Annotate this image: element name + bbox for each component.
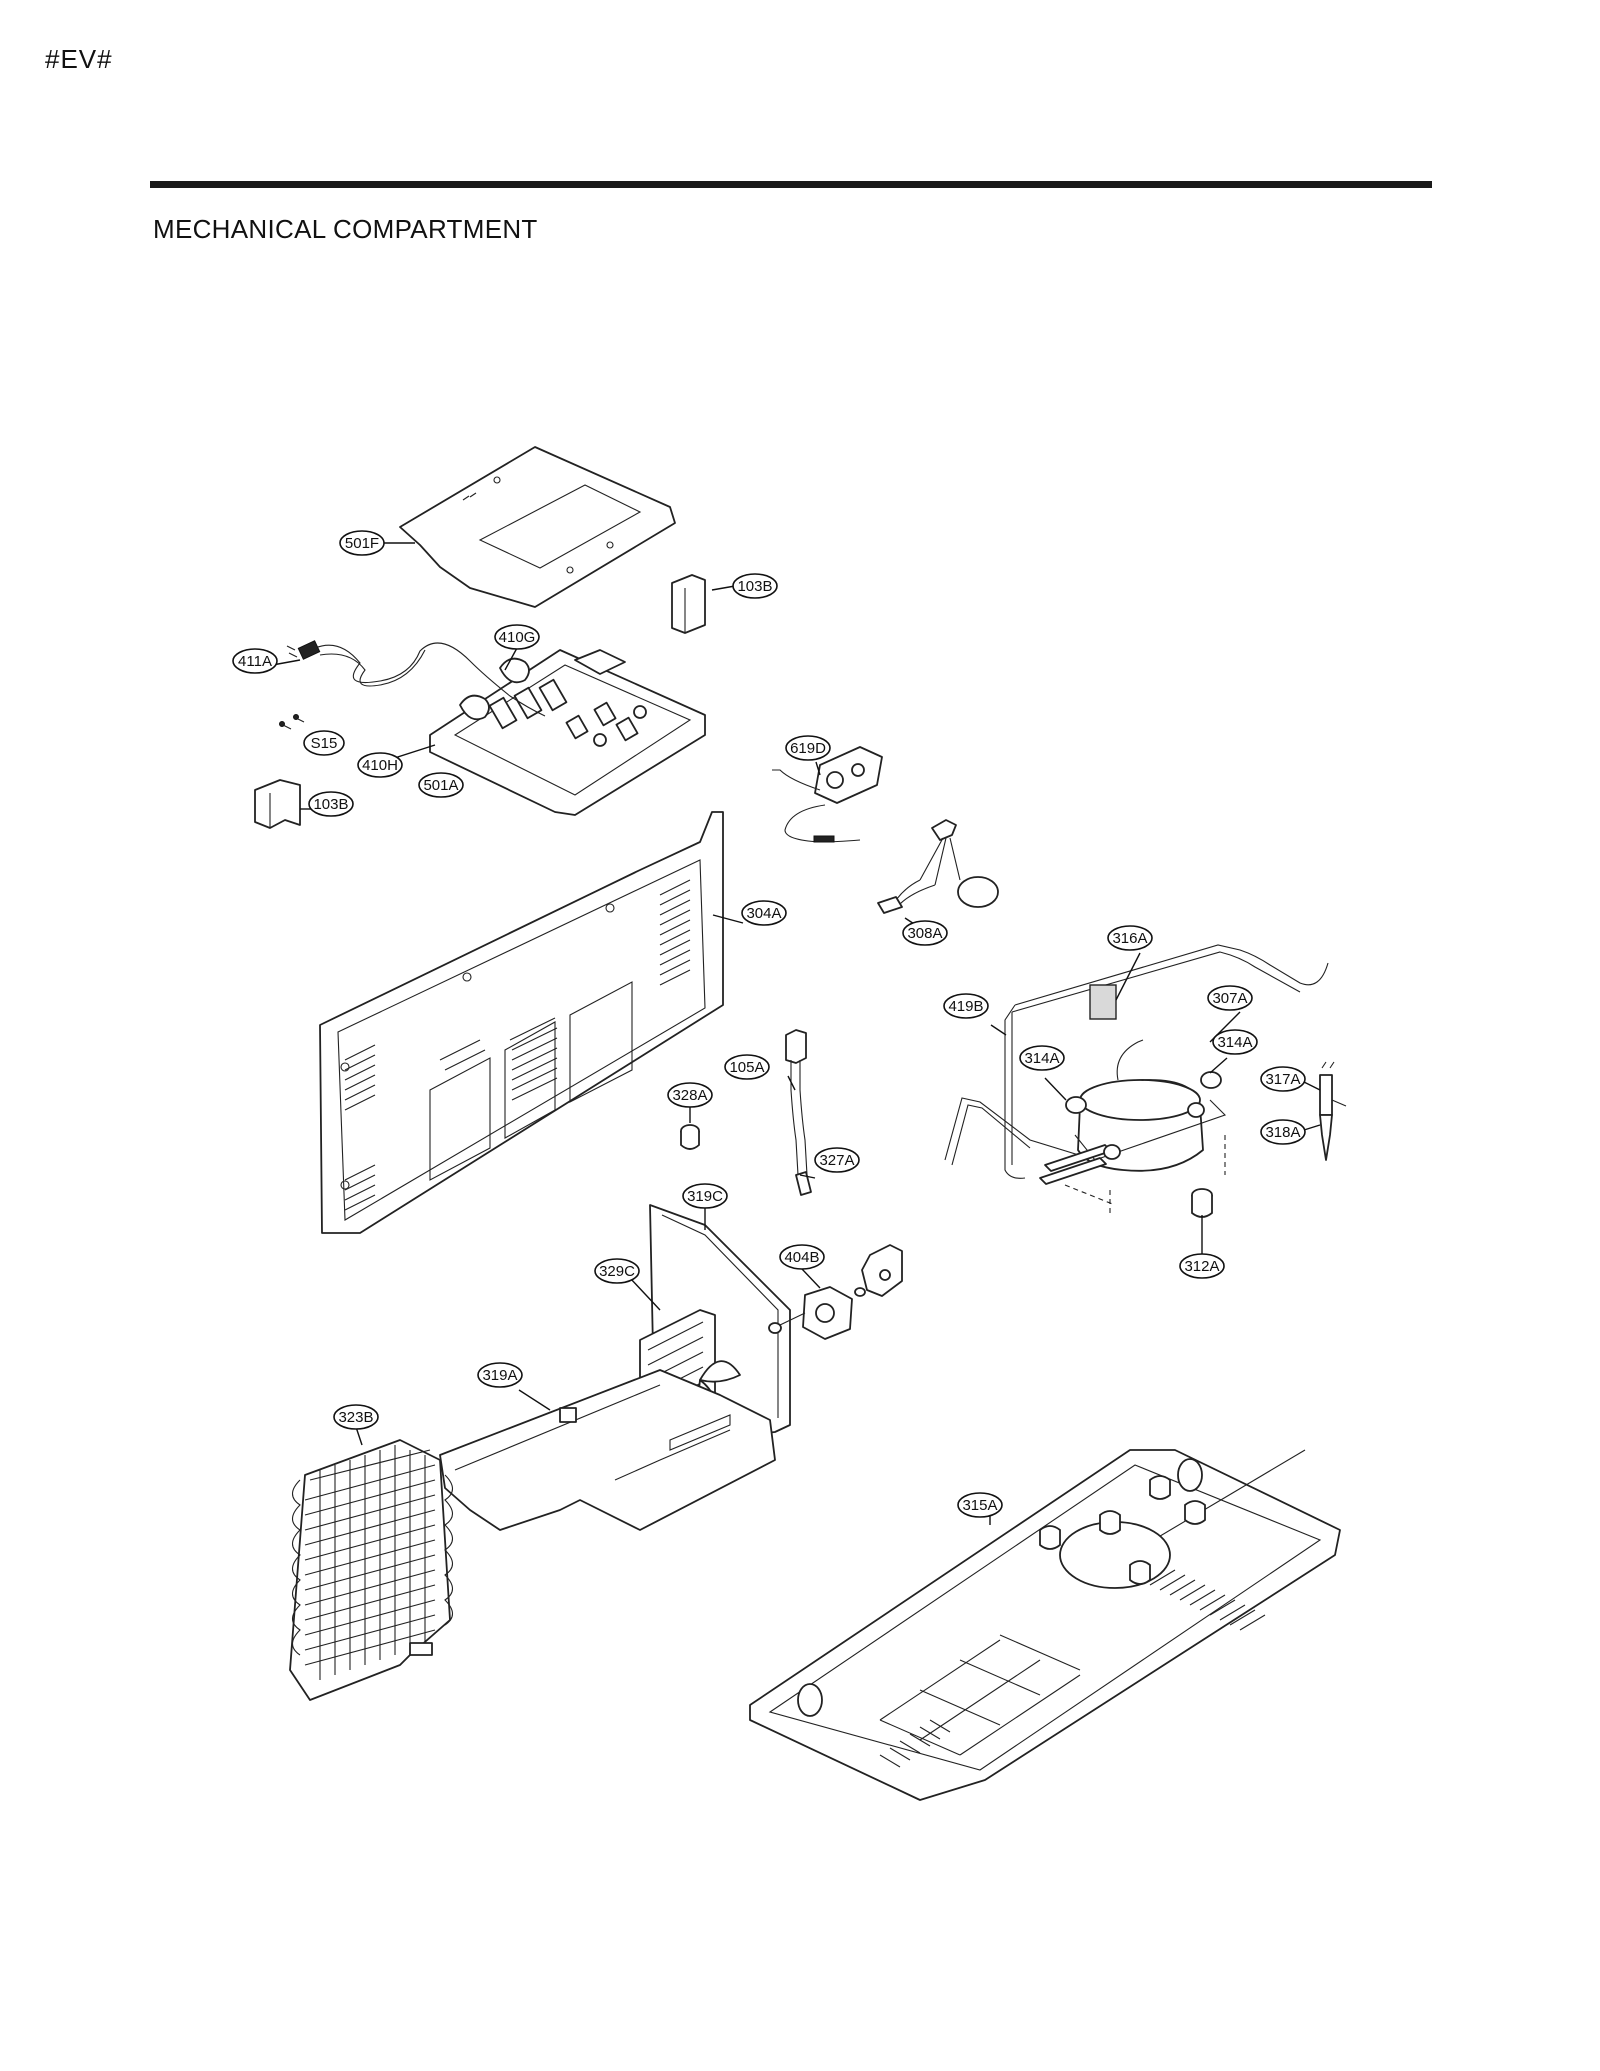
label-319A: 319A bbox=[477, 1362, 523, 1388]
label-319C-text: 319C bbox=[687, 1188, 723, 1205]
label-308A: 308A bbox=[902, 920, 948, 946]
condenser-drawing bbox=[289, 1439, 454, 1701]
label-410G: 410G bbox=[494, 624, 540, 650]
label-318A: 318A bbox=[1260, 1119, 1306, 1145]
control-box-drawing bbox=[429, 649, 706, 816]
page-tag: #EV# bbox=[45, 44, 113, 74]
label-105A: 105A bbox=[724, 1054, 770, 1080]
label-304A-text: 304A bbox=[746, 905, 781, 922]
label-103B-bottom-text: 103B bbox=[313, 796, 348, 813]
damper-drawing bbox=[1191, 1188, 1213, 1218]
label-314A-right: 314A bbox=[1212, 1029, 1258, 1055]
label-329C-text: 329C bbox=[599, 1263, 635, 1280]
label-314A-right-text: 314A bbox=[1217, 1034, 1252, 1051]
label-419B-text: 419B bbox=[948, 998, 983, 1015]
label-312A: 312A bbox=[1179, 1253, 1225, 1279]
label-404B: 404B bbox=[779, 1244, 825, 1270]
bracket-bottom-drawing bbox=[254, 779, 301, 829]
label-S15-text: S15 bbox=[311, 735, 338, 752]
label-327A-text: 327A bbox=[819, 1152, 854, 1169]
label-103B-bottom: 103B bbox=[308, 791, 354, 817]
label-323B-text: 323B bbox=[338, 1409, 373, 1426]
label-419B: 419B bbox=[943, 993, 989, 1019]
label-308A-text: 308A bbox=[907, 925, 942, 942]
label-307A-text: 307A bbox=[1212, 990, 1247, 1007]
screws-drawing bbox=[279, 714, 305, 730]
label-501A-text: 501A bbox=[423, 777, 458, 794]
label-105A-text: 105A bbox=[729, 1059, 764, 1076]
label-501A: 501A bbox=[418, 772, 464, 798]
label-501F: 501F bbox=[339, 530, 385, 556]
label-327A: 327A bbox=[814, 1147, 860, 1173]
drain-pan-drawing bbox=[439, 1369, 776, 1531]
wire-harness-drawing bbox=[877, 819, 999, 914]
valve-drawing bbox=[772, 746, 883, 843]
label-318A-text: 318A bbox=[1265, 1124, 1300, 1141]
base-plate-drawing bbox=[749, 1449, 1341, 1801]
label-319C: 319C bbox=[682, 1183, 728, 1209]
label-315A-text: 315A bbox=[962, 1497, 997, 1514]
label-103B-top: 103B bbox=[732, 573, 778, 599]
label-317A-text: 317A bbox=[1265, 1071, 1300, 1088]
label-410H: 410H bbox=[357, 752, 403, 778]
label-307A: 307A bbox=[1207, 985, 1253, 1011]
label-411A-text: 411A bbox=[238, 653, 272, 670]
label-304A: 304A bbox=[741, 900, 787, 926]
label-316A-text: 316A bbox=[1112, 930, 1147, 947]
label-619D-text: 619D bbox=[790, 740, 826, 757]
power-cord-drawing bbox=[286, 640, 546, 717]
label-314A-left-text: 314A bbox=[1024, 1050, 1059, 1067]
fan-motor-drawing bbox=[768, 1244, 903, 1340]
label-S15: S15 bbox=[303, 730, 345, 756]
label-317A: 317A bbox=[1260, 1066, 1306, 1092]
compressor-assembly-drawing bbox=[944, 944, 1329, 1215]
back-cover-panel-drawing bbox=[319, 811, 724, 1234]
section-title: MECHANICAL COMPARTMENT bbox=[153, 214, 538, 244]
grommet-drawing bbox=[680, 1124, 700, 1150]
label-619D: 619D bbox=[785, 735, 831, 761]
label-501F-text: 501F bbox=[345, 535, 379, 552]
drain-tube-drawing bbox=[785, 1029, 812, 1196]
label-328A-text: 328A bbox=[672, 1087, 707, 1104]
label-329C: 329C bbox=[594, 1258, 640, 1284]
header-rule bbox=[150, 181, 1432, 188]
label-312A-text: 312A bbox=[1184, 1258, 1219, 1275]
process-connector-drawing bbox=[1319, 1061, 1347, 1161]
label-410G-text: 410G bbox=[499, 629, 536, 646]
label-316A: 316A bbox=[1107, 925, 1153, 951]
label-103B-top-text: 103B bbox=[737, 578, 772, 595]
label-314A-left: 314A bbox=[1019, 1045, 1065, 1071]
label-328A: 328A bbox=[667, 1082, 713, 1108]
label-404B-text: 404B bbox=[784, 1249, 819, 1266]
label-315A: 315A bbox=[957, 1492, 1003, 1518]
label-410H-text: 410H bbox=[362, 757, 398, 774]
label-319A-text: 319A bbox=[482, 1367, 517, 1384]
label-411A: 411A bbox=[232, 648, 278, 674]
bracket-top-drawing bbox=[671, 574, 706, 634]
label-323B: 323B bbox=[333, 1404, 379, 1430]
control-box-cover-drawing bbox=[399, 446, 676, 608]
